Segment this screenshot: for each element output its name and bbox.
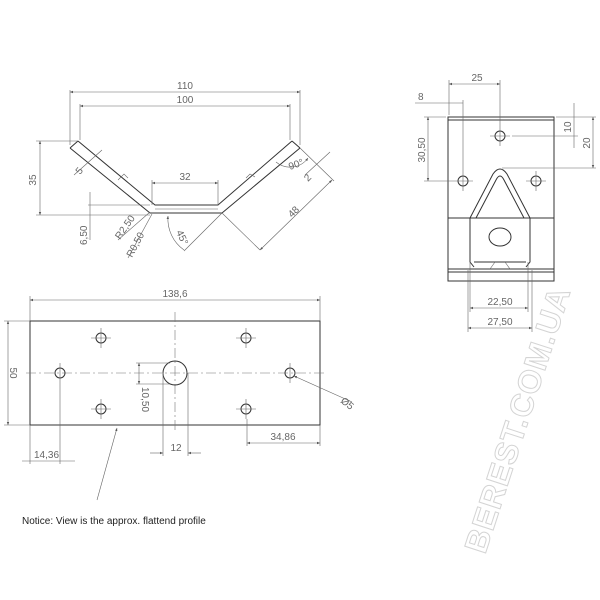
dim-20: 20 <box>582 137 593 149</box>
dim-22-50: 22,50 <box>487 297 512 308</box>
dim-27-50: 27,50 <box>487 317 512 328</box>
notice-arrow <box>96 427 118 501</box>
flat-holes <box>54 328 296 419</box>
dim-8: 8 <box>418 92 424 103</box>
dim-48: 48 <box>286 204 302 220</box>
dim-12: 12 <box>170 443 182 454</box>
side-view: 25 8 30,50 10 20 22,50 27,50 <box>415 73 596 332</box>
oval-hole <box>488 227 512 247</box>
dim-90-deg: 90° <box>287 157 305 173</box>
dim-25: 25 <box>471 73 483 84</box>
dim-110: 110 <box>177 81 193 92</box>
dim-r0-50: R0,50 <box>125 230 147 259</box>
dim-10: 10 <box>563 121 574 133</box>
dim-50: 50 <box>7 367 18 379</box>
dim-5: 5 <box>74 165 86 177</box>
dim-14-36: 14,36 <box>34 450 59 461</box>
dim-45-deg: 45° <box>173 229 189 247</box>
dim-10-50: 10,50 <box>139 387 150 412</box>
dim-30-50: 30,50 <box>417 137 428 162</box>
dim-35: 35 <box>28 174 39 186</box>
dim-dia-5: Ø5 <box>338 396 356 413</box>
dim-6-50: 6,50 <box>79 225 90 245</box>
dim-2: 2 <box>302 172 314 184</box>
front-view: 110 100 35 5 32 6,50 R2,50 R0,50 45° 48 <box>28 81 335 259</box>
dim-100: 100 <box>177 95 194 106</box>
dim-32: 32 <box>179 172 191 183</box>
notice-text: Notice: View is the approx. flattend pro… <box>22 516 206 527</box>
dim-138-6: 138,6 <box>162 289 187 300</box>
bracket-profile-inner <box>77 140 293 206</box>
flat-pattern-view: 138,6 50 10,50 12 14,36 34,86 Ø5 Notice:… <box>4 289 356 527</box>
mount-holes <box>453 126 546 191</box>
dim-34-86: 34,86 <box>270 432 295 443</box>
watermark: BEREST.COM.UA <box>457 282 577 557</box>
